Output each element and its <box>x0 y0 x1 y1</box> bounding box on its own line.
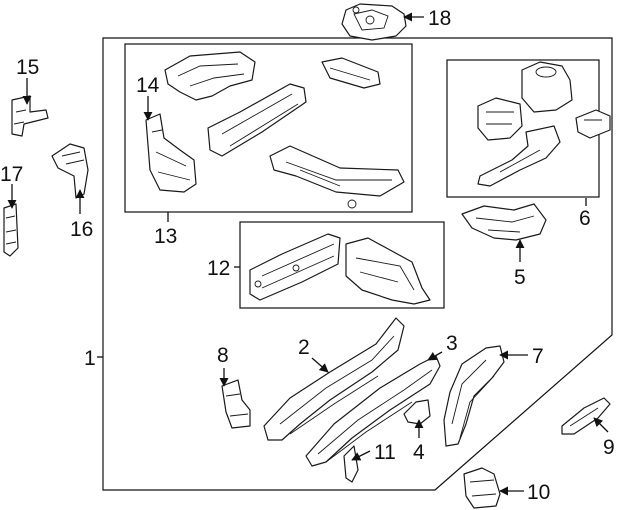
callout-3: 3 <box>446 332 458 355</box>
part-9-bracket <box>561 397 611 435</box>
callout-16: 16 <box>70 218 93 241</box>
leader-2 <box>311 357 329 373</box>
part-6-assembly <box>477 61 611 187</box>
callout-14: 14 <box>136 74 160 97</box>
part-2-rail <box>263 317 405 441</box>
part-17-bracket <box>3 203 19 257</box>
part-15-bracket <box>11 95 49 137</box>
assembly-outline <box>102 37 613 491</box>
callout-7: 7 <box>532 345 544 368</box>
part-5-bracket <box>461 203 547 241</box>
callout-2: 2 <box>298 336 310 359</box>
callout-6: 6 <box>579 207 591 230</box>
callout-17: 17 <box>0 163 23 186</box>
callout-1: 1 <box>84 347 96 370</box>
part-8-bracket <box>221 379 251 429</box>
group-box-13 <box>124 43 413 213</box>
part-12-assembly <box>249 233 431 305</box>
part-18-bracket <box>341 3 407 41</box>
part-4-bracket <box>403 399 431 425</box>
callout-15: 15 <box>16 56 39 79</box>
callout-12: 12 <box>207 257 230 280</box>
callout-10: 10 <box>527 481 550 504</box>
callout-9: 9 <box>603 436 615 459</box>
callout-4: 4 <box>413 441 425 464</box>
leader-3 <box>427 351 443 361</box>
callout-8: 8 <box>217 344 229 367</box>
leader-9 <box>593 417 609 433</box>
callout-18: 18 <box>428 7 451 30</box>
callout-11: 11 <box>374 441 396 464</box>
part-11-bracket <box>343 445 359 483</box>
leader-11 <box>351 450 371 461</box>
callout-13: 13 <box>154 225 177 248</box>
part-10-bracket <box>463 467 501 509</box>
part-7-rail <box>443 345 505 447</box>
group-box-12 <box>239 221 445 309</box>
part-3-rail <box>305 355 441 467</box>
part-14-bracket <box>145 113 197 193</box>
part-13-upper-rail <box>164 51 405 209</box>
callout-5: 5 <box>514 266 526 289</box>
part-16-bracket <box>51 143 89 199</box>
